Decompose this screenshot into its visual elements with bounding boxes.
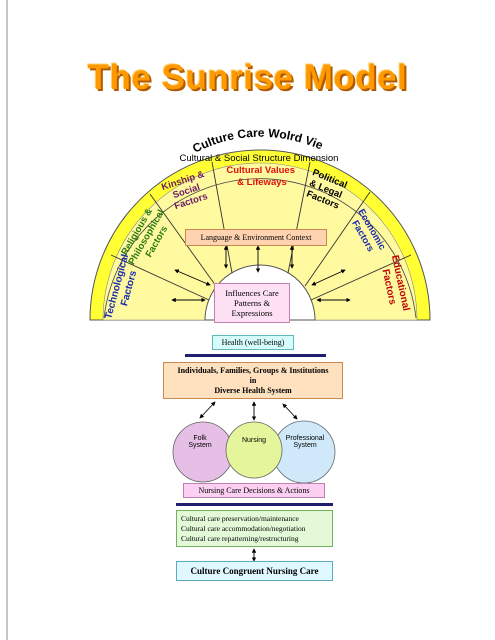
arc-subheading: Cultural & Social Structure Dimension	[180, 153, 339, 164]
factor-cultural: Cultural Values & Lifeways	[226, 165, 297, 188]
professional-label-1: Professional	[285, 435, 325, 442]
systems-venn	[172, 401, 336, 484]
systems-arrows	[199, 401, 298, 421]
influences-line-1: Influences Care	[225, 288, 279, 298]
folk-label-1: Folk	[193, 435, 207, 442]
decisions-box: Nursing Care Decisions & Actions	[183, 483, 325, 498]
action-repatterning: Cultural care repatterning/restructuring	[181, 533, 299, 543]
folk-circle	[172, 421, 234, 483]
action-accommodation: Cultural care accommodation/negotiation	[181, 523, 306, 533]
professional-label: Professional System	[280, 435, 330, 449]
congruent-box: Culture Congruent Nursing Care	[176, 561, 333, 581]
individuals-line-2: in	[249, 375, 257, 385]
divider-bottom	[176, 503, 333, 506]
individuals-box: Individuals, Families, Groups & Institut…	[163, 362, 343, 399]
arc-heading: Culture Care Wolrd View	[0, 0, 325, 156]
language-context-box: Language & Environment Context	[185, 229, 327, 246]
page-left-edge	[6, 0, 8, 640]
health-box: Health (well-being)	[212, 335, 294, 350]
divider-top	[185, 354, 326, 357]
influences-box: Influences Care Patterns & Expressions	[214, 283, 290, 323]
nursing-circle	[225, 421, 283, 479]
nursing-label: Nursing	[241, 437, 267, 444]
page-title: The Sunrise Model	[87, 58, 408, 97]
influences-line-3: Expressions	[231, 308, 273, 318]
actions-box: Cultural care preservation/maintenance C…	[176, 510, 333, 547]
actions-arrow	[251, 548, 257, 562]
influence-arrows	[171, 245, 351, 303]
folk-label-2: System	[188, 442, 212, 449]
individuals-line-1: Individuals, Families, Groups & Institut…	[177, 365, 329, 375]
influences-line-2: Patterns &	[233, 298, 271, 308]
individuals-line-3: Diverse Health System	[214, 385, 292, 395]
arc-heading-text: Culture Care Wolrd View	[0, 0, 325, 156]
action-preservation: Cultural care preservation/maintenance	[181, 513, 299, 523]
folk-label: Folk System	[180, 435, 220, 449]
professional-label-2: System	[293, 442, 317, 449]
